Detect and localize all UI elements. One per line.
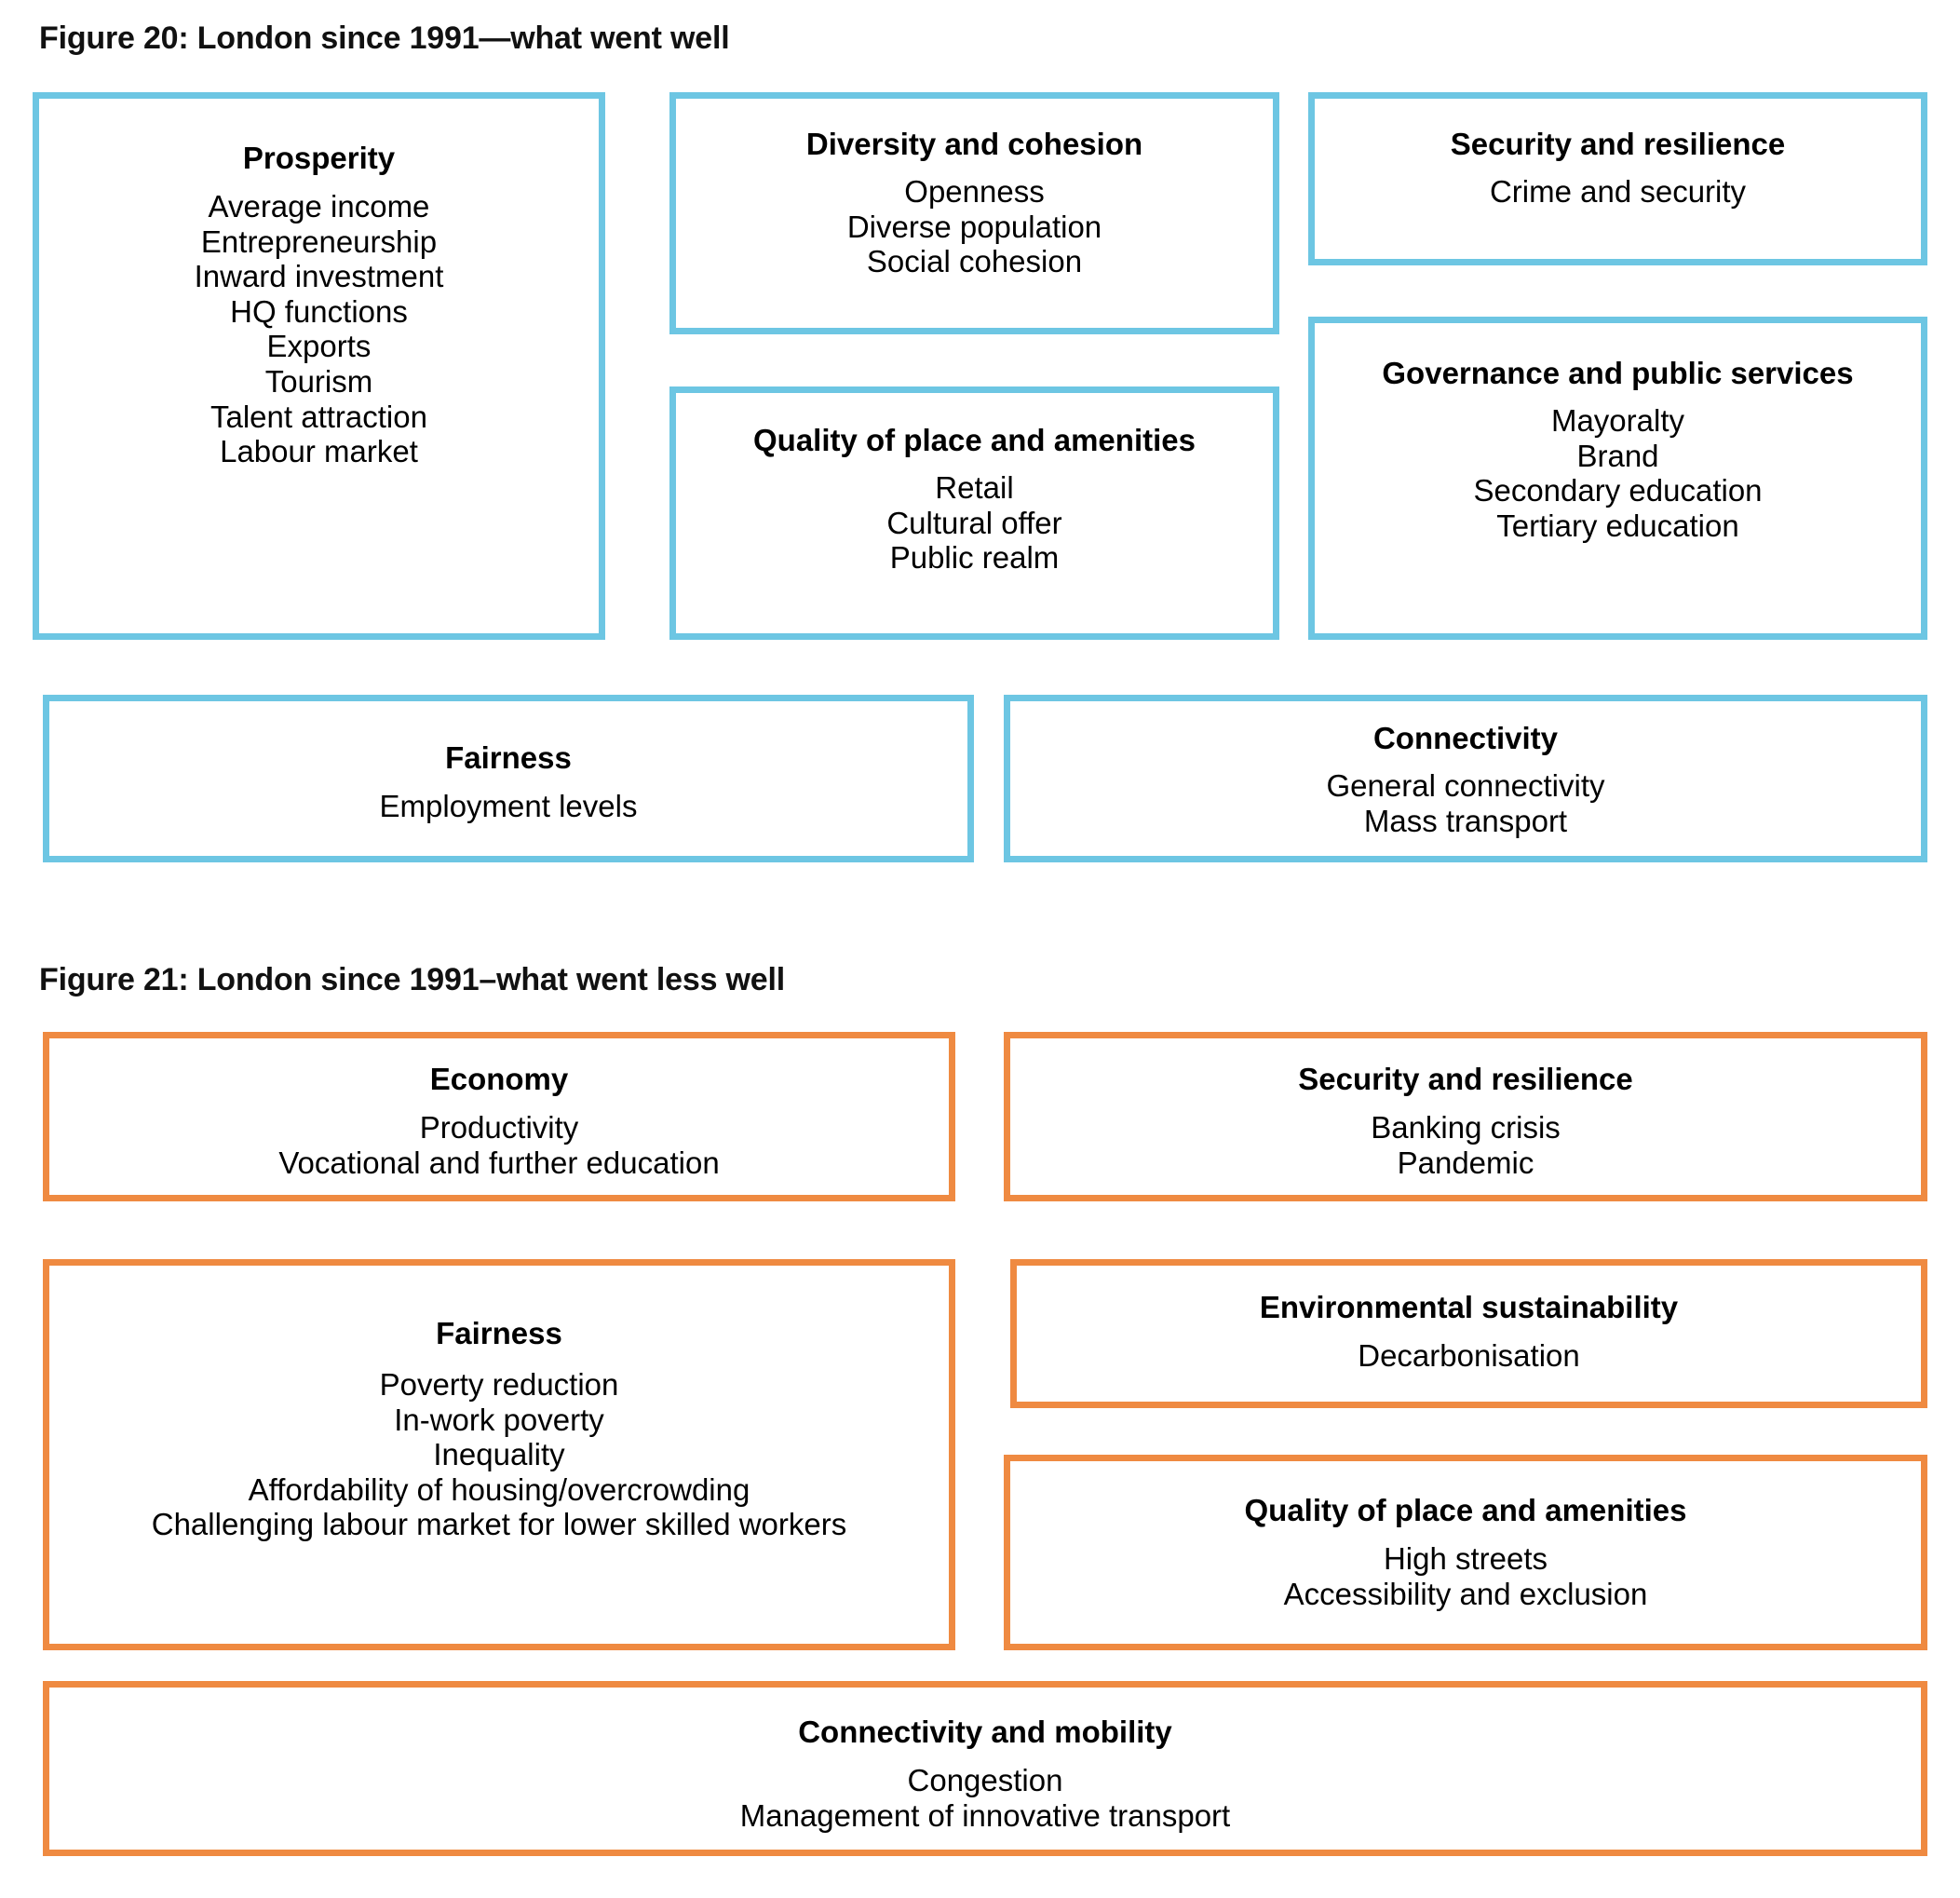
figure-21-title: Figure 21: London since 1991–what went l… <box>39 962 785 997</box>
box-title: Prosperity <box>242 141 396 175</box>
box-item: Tourism <box>264 364 373 399</box>
box-title: Quality of place and amenities <box>753 423 1196 457</box>
box-item: Inward investment <box>194 259 444 294</box>
box-item: Vocational and further education <box>278 1145 720 1180</box>
box-item: Social cohesion <box>866 244 1083 279</box>
box-quality-of-place-and-amenities: Quality of place and amenities High stre… <box>1004 1455 1927 1650</box>
box-item: Retail <box>935 469 1014 505</box>
box-items: Banking crisis Pandemic <box>1371 1110 1561 1180</box>
box-items: Decarbonisation <box>1358 1338 1579 1374</box>
box-items: Employment levels <box>380 789 638 824</box>
box-diversity-and-cohesion: Diversity and cohesion Openness Diverse … <box>669 92 1279 334</box>
box-item: Accessibility and exclusion <box>1283 1576 1648 1611</box>
box-item: Productivity <box>419 1109 579 1145</box>
box-item: Banking crisis <box>1371 1109 1561 1145</box>
box-title: Connectivity and mobility <box>798 1715 1172 1749</box>
box-security-and-resilience: Security and resilience Banking crisis P… <box>1004 1032 1927 1201</box>
box-item: Exports <box>266 329 372 364</box>
box-title: Fairness <box>436 1316 562 1350</box>
box-item: Poverty reduction <box>379 1366 619 1402</box>
box-items: Mayoralty Brand Secondary education Tert… <box>1473 403 1762 543</box>
box-item: High streets <box>1383 1540 1548 1576</box>
box-item: Affordability of housing/overcrowding <box>248 1471 750 1507</box>
box-items: Poverty reduction In-work poverty Inequa… <box>152 1367 846 1542</box>
box-item: Crime and security <box>1489 173 1747 209</box>
box-item: Public realm <box>889 540 1060 576</box>
figure-20-title: Figure 20: London since 1991—what went w… <box>39 20 730 56</box>
box-title: Security and resilience <box>1298 1062 1633 1096</box>
box-items: Crime and security <box>1490 174 1746 210</box>
box-title: Economy <box>429 1062 569 1096</box>
box-title: Quality of place and amenities <box>1244 1493 1687 1527</box>
box-item: Cultural offer <box>886 505 1062 540</box>
box-items: High streets Accessibility and exclusion <box>1284 1541 1648 1611</box>
box-title: Environmental sustainability <box>1259 1290 1679 1324</box>
box-item: Inequality <box>433 1437 565 1472</box>
box-item: Employment levels <box>379 788 638 823</box>
box-items: Average income Entrepreneurship Inward i… <box>195 189 444 469</box>
box-items: General connectivity Mass transport <box>1327 768 1605 838</box>
box-title: Governance and public services <box>1382 356 1854 390</box>
box-fairness: Fairness Poverty reduction In-work pover… <box>43 1259 955 1650</box>
box-item: HQ functions <box>230 293 408 329</box>
box-item: In-work poverty <box>394 1402 604 1437</box>
box-economy: Economy Productivity Vocational and furt… <box>43 1032 955 1201</box>
box-item: Entrepreneurship <box>200 224 438 259</box>
box-title: Diversity and cohesion <box>805 127 1143 161</box>
box-item: Management of innovative transport <box>739 1797 1231 1833</box>
box-connectivity: Connectivity General connectivity Mass t… <box>1004 695 1927 862</box>
box-item: Tertiary education <box>1496 508 1739 543</box>
box-fairness: Fairness Employment levels <box>43 695 974 862</box>
box-title: Fairness <box>445 740 572 775</box>
box-title: Connectivity <box>1372 721 1559 755</box>
box-items: Retail Cultural offer Public realm <box>886 470 1061 576</box>
box-connectivity-and-mobility: Connectivity and mobility Congestion Man… <box>43 1681 1927 1856</box>
box-item: Talent attraction <box>210 399 427 434</box>
box-items: Congestion Management of innovative tran… <box>740 1763 1230 1833</box>
box-item: Mayoralty <box>1550 402 1685 438</box>
box-governance-and-public-services: Governance and public services Mayoralty… <box>1308 317 1927 640</box>
box-item: Openness <box>904 173 1045 209</box>
box-item: Challenging labour market for lower skil… <box>151 1507 847 1542</box>
box-item: Secondary education <box>1473 473 1763 508</box>
box-item: Diverse population <box>846 209 1102 244</box>
box-item: Congestion <box>907 1762 1063 1797</box>
box-security-and-resilience: Security and resilience Crime and securi… <box>1308 92 1927 265</box>
box-title: Security and resilience <box>1450 127 1786 161</box>
box-items: Productivity Vocational and further educ… <box>278 1110 719 1180</box>
box-items: Openness Diverse population Social cohes… <box>847 174 1102 279</box>
box-prosperity: Prosperity Average income Entrepreneursh… <box>33 92 605 640</box>
box-item: Pandemic <box>1397 1145 1534 1180</box>
box-item: Decarbonisation <box>1358 1337 1580 1373</box>
box-item: Mass transport <box>1363 803 1568 838</box>
box-item: General connectivity <box>1326 767 1605 803</box>
box-item: Labour market <box>220 434 418 469</box>
box-quality-of-place-and-amenities: Quality of place and amenities Retail Cu… <box>669 386 1279 640</box>
box-item: Average income <box>208 188 430 224</box>
box-environmental-sustainability: Environmental sustainability Decarbonisa… <box>1010 1259 1927 1408</box>
box-item: Brand <box>1576 438 1659 473</box>
